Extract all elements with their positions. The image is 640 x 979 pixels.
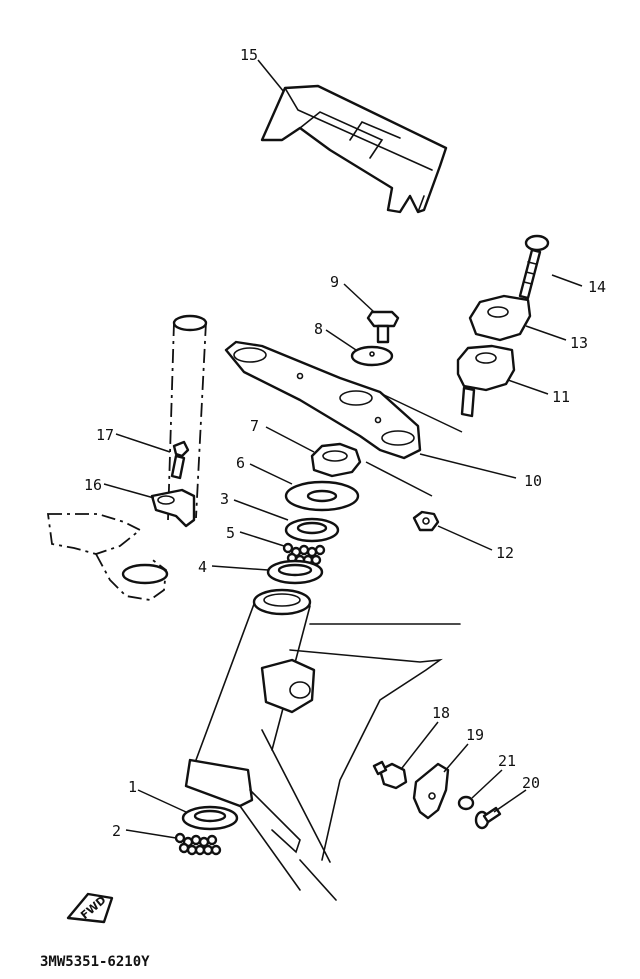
part-7-ring-nut	[310, 442, 362, 478]
callout-7: 7	[250, 417, 259, 435]
callout-10: 10	[524, 472, 542, 490]
part-6-washer	[284, 480, 360, 512]
callout-5: 5	[226, 524, 235, 542]
callout-2: 2	[112, 822, 121, 840]
part-17-bolt	[170, 440, 190, 480]
part-12-nut	[412, 510, 440, 532]
callout-13: 13	[570, 334, 588, 352]
part-11-lower-holder	[456, 344, 516, 418]
callout-8: 8	[314, 320, 323, 338]
part-16-clamp	[150, 488, 196, 528]
part-1-bearing-race	[181, 805, 239, 831]
callout-17: 17	[96, 426, 114, 444]
callout-21: 21	[498, 752, 516, 770]
fwd-arrow-icon: FWD	[66, 892, 114, 924]
part-9-bolt	[366, 310, 400, 344]
part-4-bearing-race	[266, 559, 324, 585]
callout-9: 9	[330, 273, 339, 291]
part-21-washer	[457, 795, 475, 811]
steering-stem-outline	[46, 314, 208, 601]
callout-19: 19	[466, 726, 484, 744]
part-14-bolt	[518, 234, 550, 300]
part-13-upper-holder	[468, 294, 532, 342]
part-10-upper-bracket	[224, 340, 422, 460]
callout-20: 20	[522, 774, 540, 792]
drawing-code: 3MW5351-6210Y	[40, 954, 150, 970]
callout-11: 11	[552, 388, 570, 406]
part-2-bearing-balls	[174, 832, 222, 856]
callout-6: 6	[236, 454, 245, 472]
part-3-bearing-race	[284, 517, 340, 543]
callout-16: 16	[84, 476, 102, 494]
callout-3: 3	[220, 490, 229, 508]
frame-head-pipe	[184, 588, 461, 901]
callout-1: 1	[128, 778, 137, 796]
callout-12: 12	[496, 544, 514, 562]
part-19-plate	[412, 762, 450, 820]
callout-4: 4	[198, 558, 207, 576]
part-18-switch	[372, 760, 408, 790]
callout-14: 14	[588, 278, 606, 296]
leader-lines	[103, 59, 583, 839]
callout-15: 15	[240, 46, 258, 64]
part-8-washer	[350, 345, 394, 367]
part-15-handlebar-cover	[260, 84, 448, 214]
callout-18: 18	[432, 704, 450, 722]
